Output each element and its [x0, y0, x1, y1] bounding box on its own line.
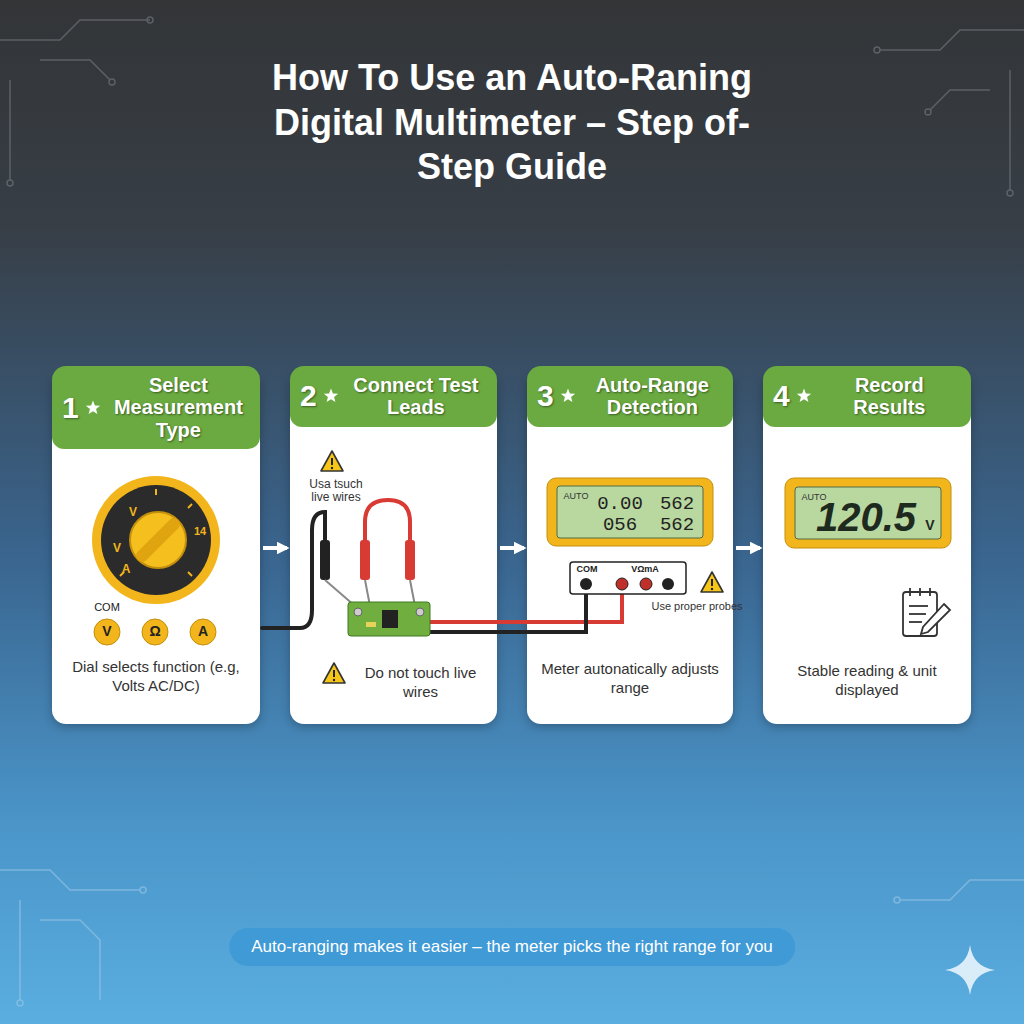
probes: [320, 540, 415, 606]
jack-label: V: [102, 624, 111, 639]
flow-arrow: [736, 546, 760, 550]
lcd-unit: V: [925, 518, 934, 533]
step-number: 2: [300, 379, 317, 413]
step-header: 2 Connect Test Leads: [290, 366, 497, 427]
lcd-digits: 562: [660, 515, 694, 536]
dial-mark: A: [122, 563, 131, 576]
terminal-bar: [570, 562, 686, 594]
step-title: Auto-Range Detection: [582, 374, 723, 419]
step-number: 4: [773, 379, 790, 413]
step-caption: Do not touch live wires: [348, 664, 493, 702]
star-icon: [560, 388, 576, 404]
step-header: 3 Auto-Range Detection: [527, 366, 733, 427]
dial-mark: 14: [194, 525, 206, 537]
flow-arrow: [500, 546, 524, 550]
step-caption: Stable reading & unit displayed: [777, 662, 957, 700]
step-title: Record Results: [818, 374, 961, 419]
star-icon: [323, 388, 339, 404]
step-header: 1 Select Measurement Type: [52, 366, 260, 449]
lcd-digits: 562: [660, 494, 694, 515]
meter-display: [547, 478, 713, 546]
warning-note: Usa tsuch live wires: [300, 478, 372, 504]
star-icon: [796, 388, 812, 404]
lcd-digits: 0.00: [597, 494, 643, 515]
lcd-indicator: AUTO: [802, 493, 827, 503]
step-card: Stable reading & unit displayed 4 Record R…: [763, 372, 971, 724]
step-caption: Meter autonatically adjusts range: [537, 660, 723, 698]
dial-mark: V: [113, 542, 121, 555]
step-header: 4 Record Results: [763, 366, 971, 427]
jack-label: A: [198, 624, 208, 639]
lcd-reading: 120.5: [816, 495, 916, 539]
rotary-dial: [92, 476, 220, 604]
notepad-icon: [903, 588, 950, 636]
lcd-digits: 056: [603, 515, 637, 536]
step-number: 3: [537, 379, 554, 413]
step-card: Dial selects function (e.g, Volts AC/DC)…: [52, 372, 260, 724]
title: How To Use an Auto-Raning Digital Multim…: [242, 56, 782, 190]
warning-note: Use proper probes: [651, 600, 742, 612]
terminal-label: COM: [577, 565, 598, 575]
dial-mark: V: [129, 506, 137, 519]
terminal-label: VΩmA: [631, 565, 659, 575]
lcd-indicator: AUTO: [564, 492, 589, 502]
star-icon: [85, 400, 101, 416]
step-number: 1: [62, 391, 79, 425]
circuit-board: [348, 602, 430, 636]
summary-banner: Auto-ranging makes it easier – the meter…: [229, 928, 795, 966]
flow-arrow: [263, 546, 287, 550]
step-title: Connect Test Leads: [345, 374, 487, 419]
test-leads: [262, 500, 622, 632]
step-card: Meter autonatically adjusts range 3 Auto-R…: [527, 372, 733, 724]
jack-label: COM: [94, 601, 120, 613]
input-jacks: [94, 619, 216, 645]
step-title: Select Measurement Type: [107, 374, 250, 441]
summary-text: Auto-ranging makes it easier – the meter…: [251, 937, 773, 956]
step-card: Do not touch live wires 2 Connect Test Lea…: [290, 372, 497, 724]
meter-display: [785, 478, 951, 548]
jack-label: Ω: [149, 624, 160, 639]
step-caption: Dial selects function (e.g, Volts AC/DC): [61, 658, 251, 696]
